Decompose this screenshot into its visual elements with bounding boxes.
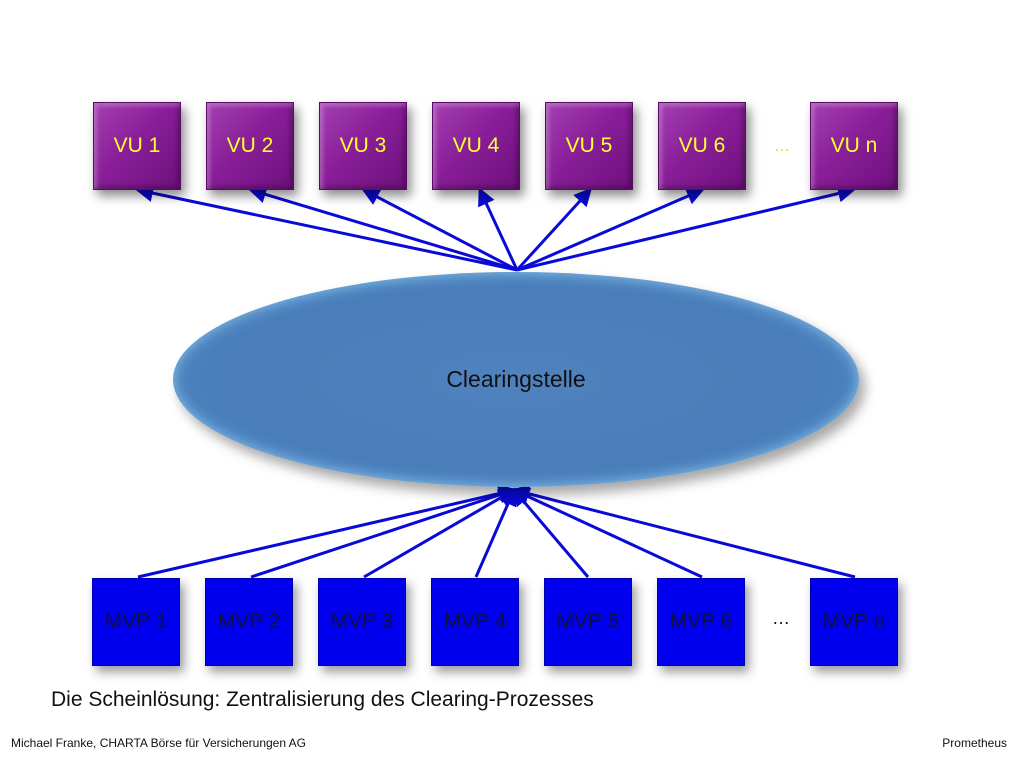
arrow-hub-to-insurer bbox=[516, 184, 856, 272]
insurer-label: VU 5 bbox=[565, 134, 613, 157]
insurer-label: VU 3 bbox=[339, 134, 387, 157]
insurer-label: VU n bbox=[830, 134, 878, 157]
broker-label: MVP 6 bbox=[669, 610, 733, 633]
insurer-label: VU 4 bbox=[452, 134, 500, 157]
insurer-label: VU 6 bbox=[678, 134, 726, 157]
arrow-hub-to-insurer bbox=[478, 187, 519, 271]
broker-box-1: MVP 1 bbox=[92, 578, 180, 666]
insurer-box-5: VU 5 bbox=[545, 102, 633, 190]
insurer-box-1: VU 1 bbox=[93, 102, 181, 190]
insurer-label: VU 1 bbox=[113, 134, 161, 157]
broker-box-2: MVP 2 bbox=[205, 578, 293, 666]
insurer-box-6: VU 6 bbox=[658, 102, 746, 190]
broker-box-3: MVP 3 bbox=[318, 578, 406, 666]
clearing-hub-label: Clearingstelle bbox=[446, 366, 586, 392]
slide-caption: Die Scheinlösung: Zentralisierung des Cl… bbox=[51, 688, 594, 711]
insurers-ellipsis: … bbox=[774, 138, 790, 155]
broker-label: MVP 1 bbox=[104, 610, 168, 633]
arrow-broker-to-hub bbox=[512, 487, 590, 578]
arrow-hub-to-insurer bbox=[248, 185, 518, 272]
arrow-hub-to-insurer bbox=[135, 184, 518, 272]
arrow-broker-to-hub bbox=[511, 484, 856, 579]
broker-box-6: MVP 6 bbox=[657, 578, 745, 666]
broker-label: MVP 2 bbox=[217, 610, 281, 633]
footer-project: Prometheus bbox=[942, 736, 1007, 750]
broker-box-5: MVP 5 bbox=[544, 578, 632, 666]
arrow-hub-to-insurer bbox=[361, 188, 518, 272]
insurer-box-4: VU 4 bbox=[432, 102, 520, 190]
insurer-label: VU 2 bbox=[226, 134, 274, 157]
brokers-ellipsis: … bbox=[772, 608, 790, 628]
broker-label: MVP 5 bbox=[556, 610, 620, 633]
arrow-broker-to-hub bbox=[511, 488, 703, 579]
insurer-box-2: VU 2 bbox=[206, 102, 294, 190]
arrow-hub-to-insurer bbox=[515, 187, 593, 272]
broker-box-4: MVP 4 bbox=[431, 578, 519, 666]
broker-label: MVP 4 bbox=[443, 610, 507, 633]
arrow-broker-to-hub bbox=[250, 486, 517, 579]
clearing-hub: Clearingstelle bbox=[173, 272, 859, 487]
arrow-broker-to-hub bbox=[363, 488, 517, 579]
insurer-box-n: VU n bbox=[810, 102, 898, 190]
broker-box-n: MVP n bbox=[810, 578, 898, 666]
arrow-broker-to-hub bbox=[474, 487, 517, 578]
arrow-hub-to-insurer bbox=[516, 187, 705, 272]
broker-label: MVP n bbox=[822, 610, 886, 633]
footer-author: Michael Franke, CHARTA Börse für Versich… bbox=[11, 736, 307, 750]
broker-label: MVP 3 bbox=[330, 610, 394, 633]
insurer-box-3: VU 3 bbox=[319, 102, 407, 190]
arrow-broker-to-hub bbox=[137, 484, 517, 579]
